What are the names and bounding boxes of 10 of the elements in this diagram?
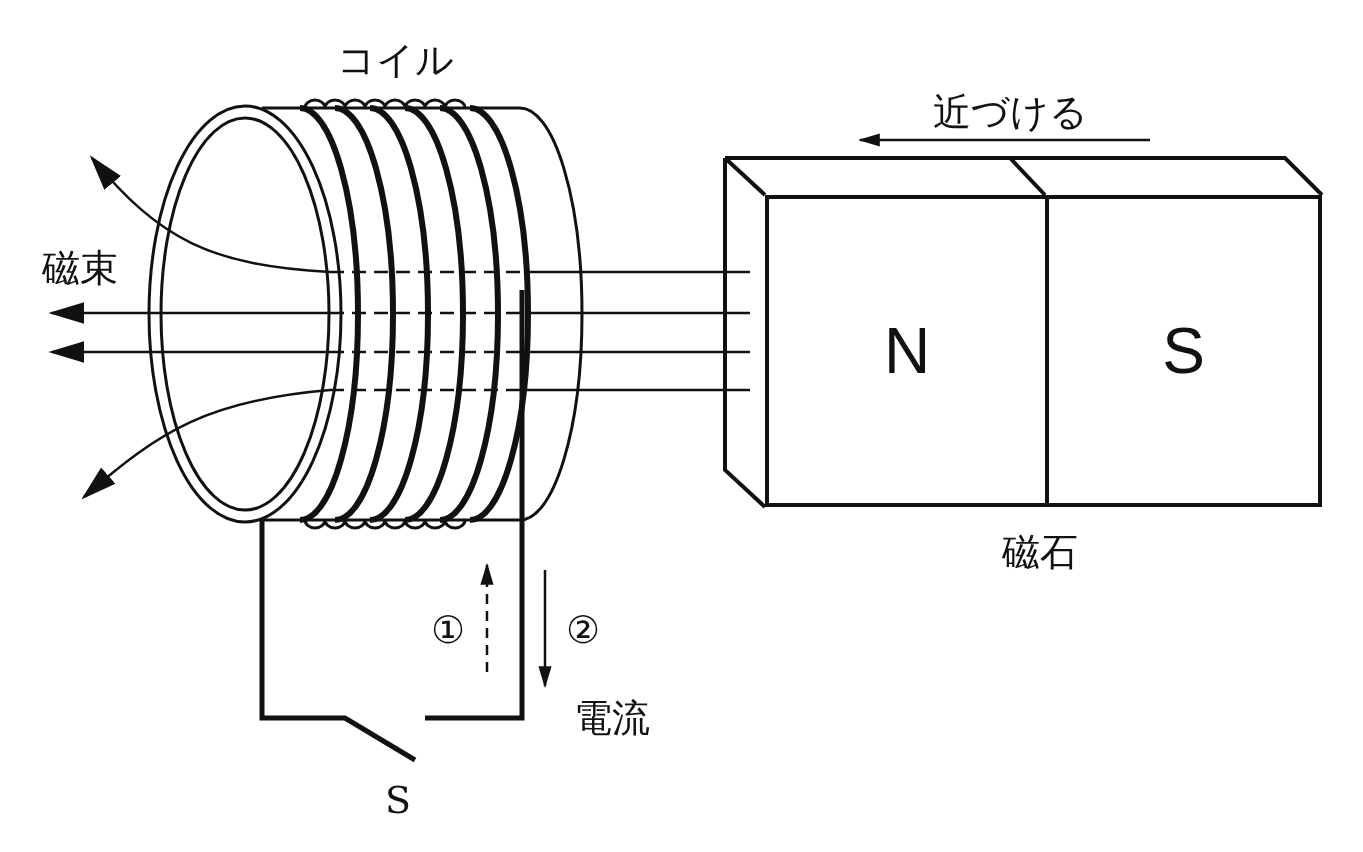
part-label: 磁束 xyxy=(42,249,118,287)
circled-number: ② xyxy=(566,611,600,649)
switch-label: S xyxy=(385,781,411,819)
pole-letter: S xyxy=(1162,314,1205,388)
part-label: コイル xyxy=(336,41,454,79)
part-label: 磁石 xyxy=(1002,533,1078,571)
circled-number: ① xyxy=(431,611,465,649)
action-label: 近づける xyxy=(932,93,1088,131)
pole-letter: N xyxy=(883,314,931,388)
part-label: 電流 xyxy=(574,699,650,737)
